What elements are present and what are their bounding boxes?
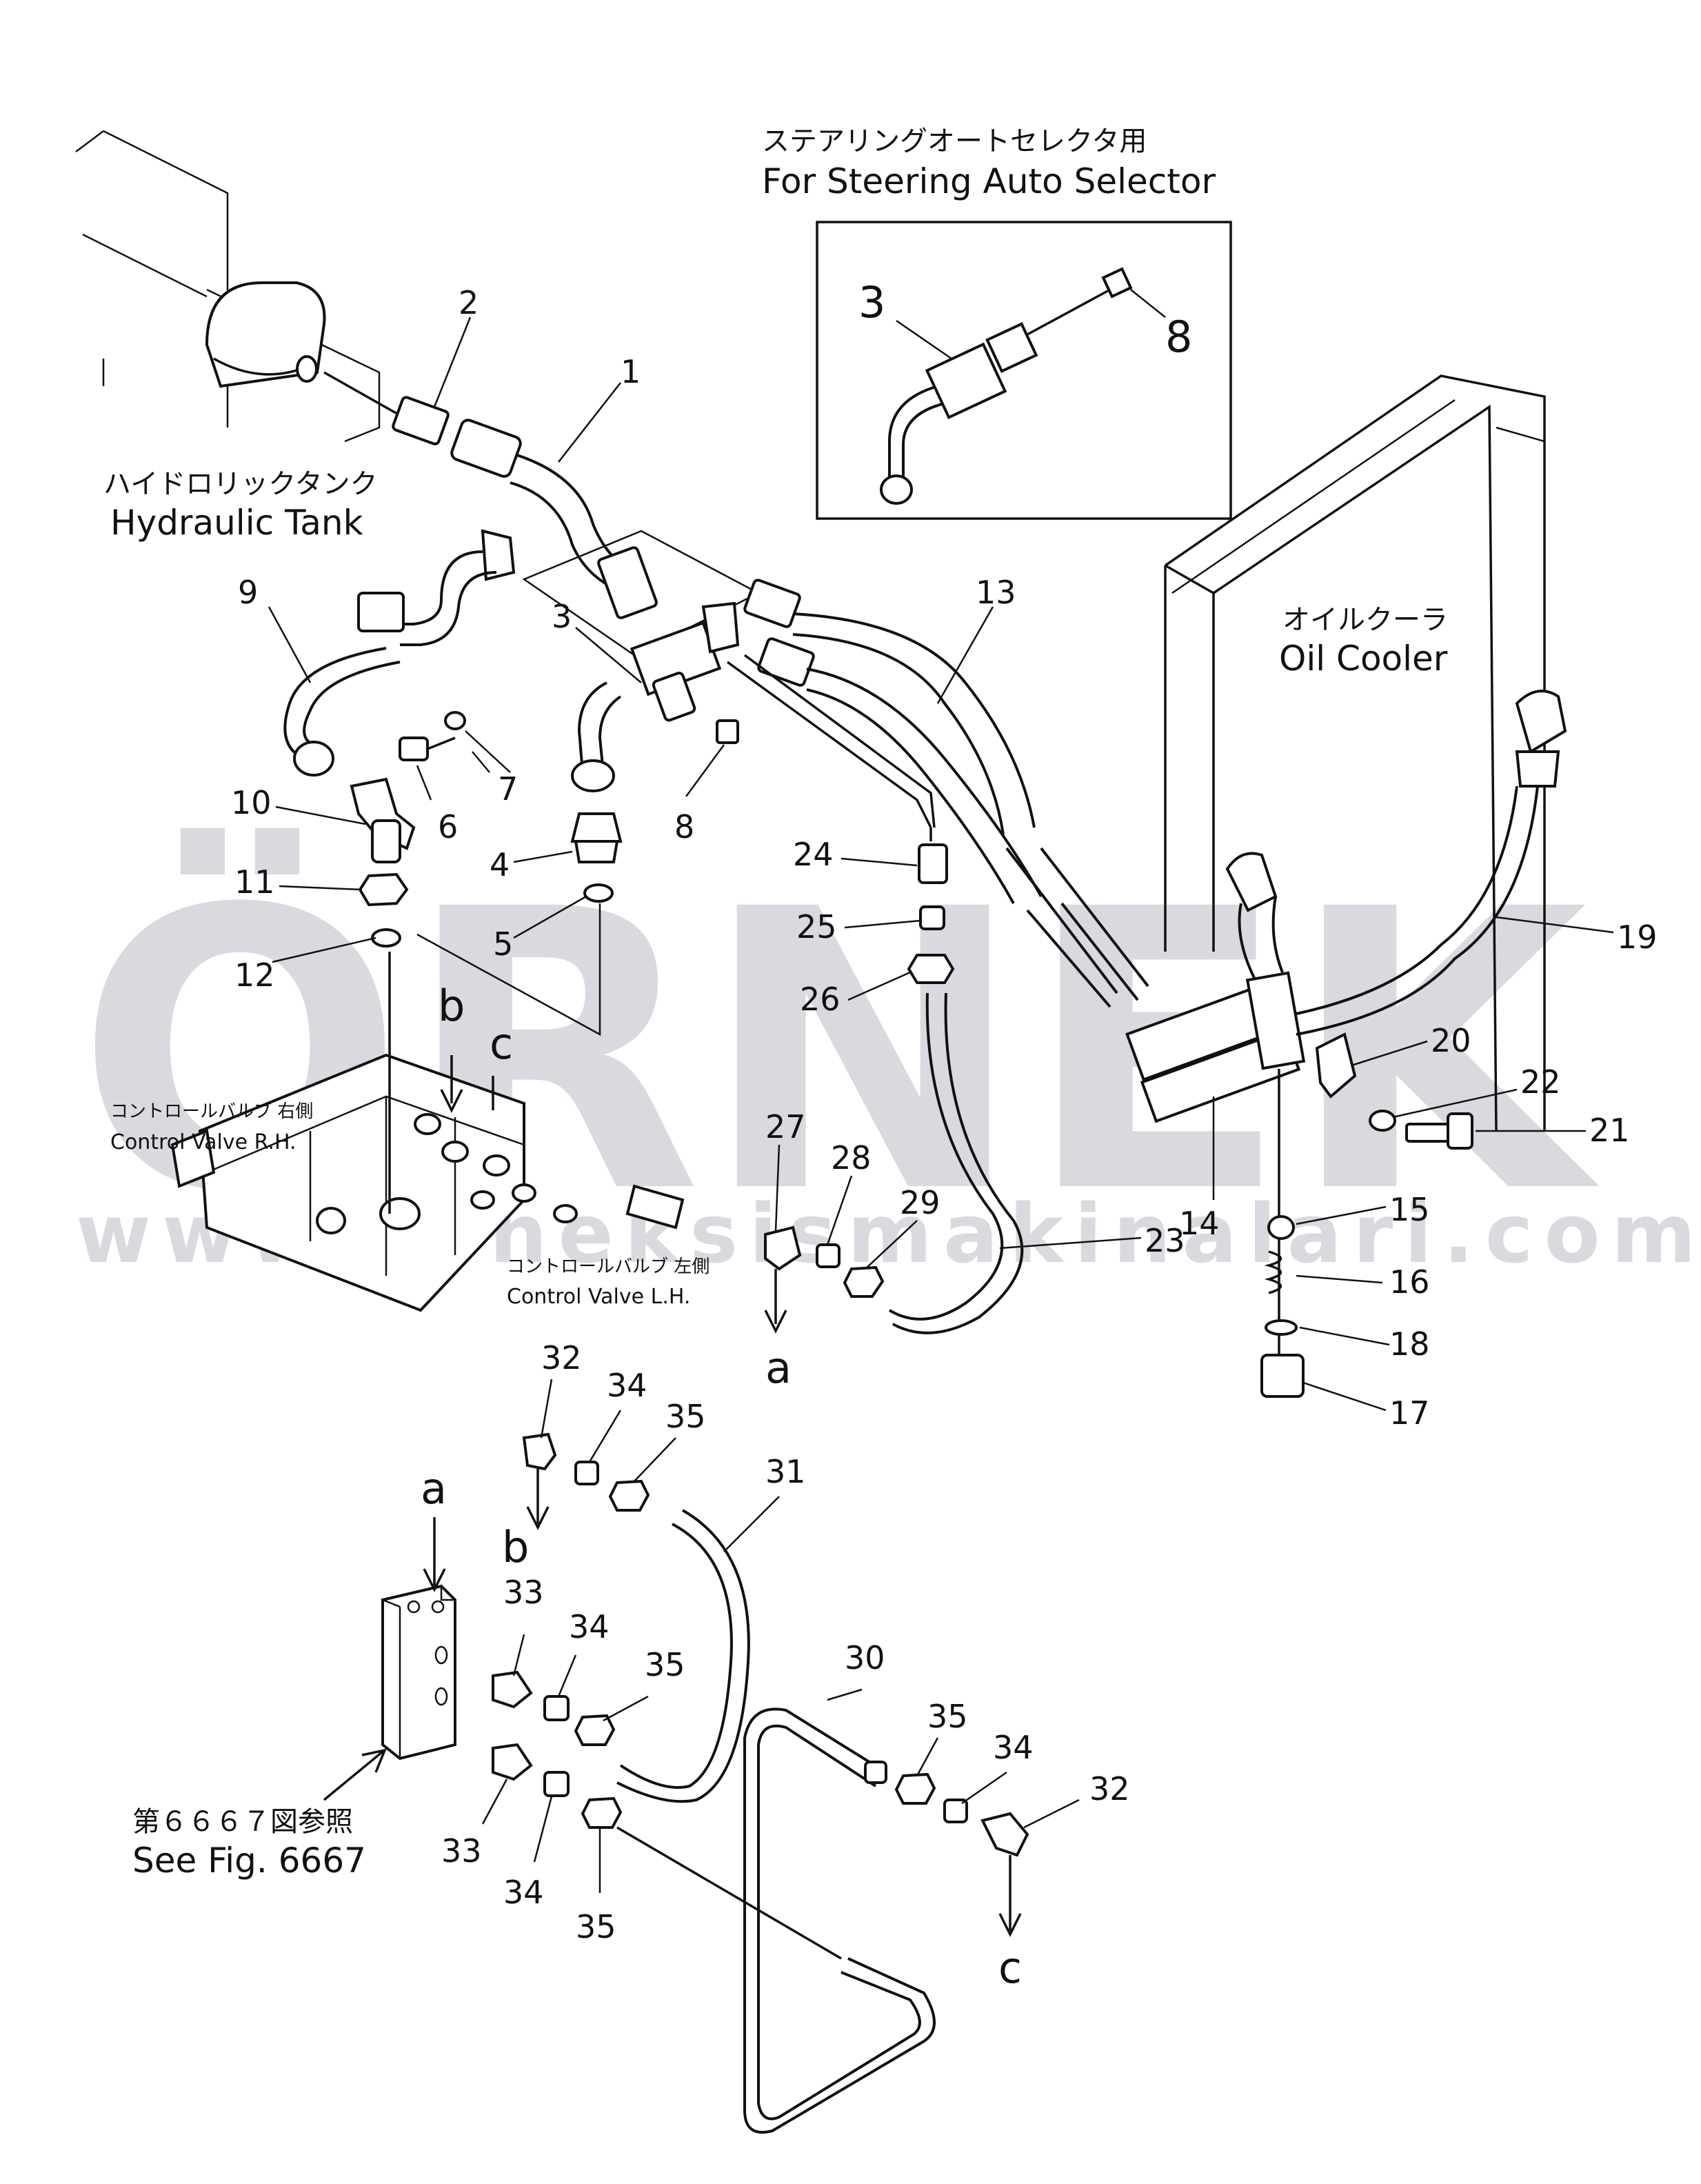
callout-31: 31 (765, 1453, 806, 1490)
callout-7: 7 (498, 770, 518, 808)
leader-lines (268, 317, 1614, 1893)
callout-25: 25 (796, 908, 837, 945)
oil-cooler-label-en: Oil Cooler (1279, 639, 1448, 679)
control-valve-lh-label-en: Control Valve L.H. (507, 1285, 690, 1309)
callout-19: 19 (1617, 919, 1658, 956)
callout-34-lower: 34 (503, 1874, 544, 1911)
callout-27: 27 (765, 1108, 806, 1145)
callout-10: 10 (231, 784, 272, 821)
callout-35-upper: 35 (645, 1646, 685, 1683)
callout-34-right: 34 (993, 1729, 1034, 1766)
see-figure-reference: 第６６６７図参照 See Fig. 6667 (132, 1806, 366, 1881)
lower-piping (323, 1432, 1029, 2134)
callout-numbers: 1 2 3 4 5 6 7 8 9 10 11 12 13 14 15 16 1… (231, 284, 1658, 1945)
callout-35-lower: 35 (576, 1908, 616, 1945)
see-figure-label-en: See Fig. 6667 (132, 1841, 366, 1881)
callout-20: 20 (1431, 1022, 1471, 1059)
callout-2: 2 (459, 284, 479, 321)
upper-piping (283, 371, 1567, 1398)
connection-letters: b c a a b c (421, 981, 1022, 1993)
letter-c-valve: c (490, 1019, 513, 1069)
callout-4: 4 (490, 846, 510, 883)
callout-3: 3 (552, 598, 572, 635)
control-valve-assembly: コントロールバルブ 右側 Control Valve R.H. コントロールバル… (110, 1053, 709, 1312)
callout-32-right: 32 (1089, 1770, 1130, 1807)
letter-a-fitting: a (765, 1343, 792, 1393)
callout-17: 17 (1389, 1394, 1430, 1432)
callout-11: 11 (234, 863, 275, 901)
letter-c-fitting: c (998, 1943, 1022, 1993)
control-valve-rh-label-en: Control Valve R.H. (110, 1130, 296, 1154)
letter-b-valve: b (438, 981, 465, 1031)
inset-callout-3: 3 (858, 277, 885, 328)
callout-26: 26 (800, 981, 841, 1018)
callout-35-top: 35 (665, 1398, 706, 1435)
callout-34-upper: 34 (569, 1608, 610, 1645)
steering-selector-label-jp: ステアリングオートセレクタ用 (762, 126, 1147, 157)
callout-13: 13 (976, 574, 1016, 611)
steering-auto-selector-inset: ステアリングオートセレクタ用 For Steering Auto Selecto… (762, 126, 1232, 520)
callout-8: 8 (674, 808, 694, 845)
letter-b-fitting: b (502, 1522, 529, 1572)
callout-32-top: 32 (541, 1339, 582, 1376)
callout-35-right: 35 (927, 1698, 968, 1735)
letter-a-block: a (421, 1463, 447, 1514)
callout-29: 29 (900, 1184, 940, 1221)
hydraulic-tank-label-en: Hydraulic Tank (110, 503, 363, 543)
callout-14: 14 (1179, 1205, 1220, 1242)
hydraulic-tank-label-jp: ハイドロリックタンク (103, 468, 378, 500)
callout-22: 22 (1520, 1063, 1561, 1101)
callout-33-lower: 33 (441, 1832, 482, 1870)
inset-frame (816, 221, 1232, 520)
hydraulic-tank-label: ハイドロリックタンク Hydraulic Tank (103, 468, 378, 543)
oil-cooler-label-jp: オイルクーラ (1282, 604, 1448, 636)
callout-9: 9 (238, 574, 258, 611)
callout-30: 30 (845, 1639, 885, 1676)
inset-callout-8: 8 (1165, 312, 1192, 362)
control-valve-rh-label-jp: コントロールバルブ 右側 (110, 1101, 313, 1122)
callout-5: 5 (493, 925, 513, 963)
callout-1: 1 (621, 353, 641, 390)
callout-16: 16 (1389, 1263, 1430, 1301)
callout-6: 6 (438, 808, 458, 845)
callout-15: 15 (1389, 1191, 1430, 1228)
callout-18: 18 (1389, 1325, 1430, 1363)
hydraulic-tank (75, 130, 381, 443)
callout-33-upper: 33 (503, 1574, 544, 1611)
callout-23: 23 (1145, 1222, 1185, 1259)
callout-12: 12 (234, 956, 275, 994)
see-figure-label-jp: 第６６６７図参照 (132, 1806, 353, 1838)
steering-selector-label-en: For Steering Auto Selector (762, 161, 1216, 201)
callout-28: 28 (831, 1139, 872, 1176)
callout-34-top: 34 (607, 1367, 647, 1404)
control-valve-lh-label-jp: コントロールバルブ 左側 (507, 1256, 709, 1277)
callout-24: 24 (793, 836, 834, 873)
callout-21: 21 (1589, 1112, 1630, 1149)
